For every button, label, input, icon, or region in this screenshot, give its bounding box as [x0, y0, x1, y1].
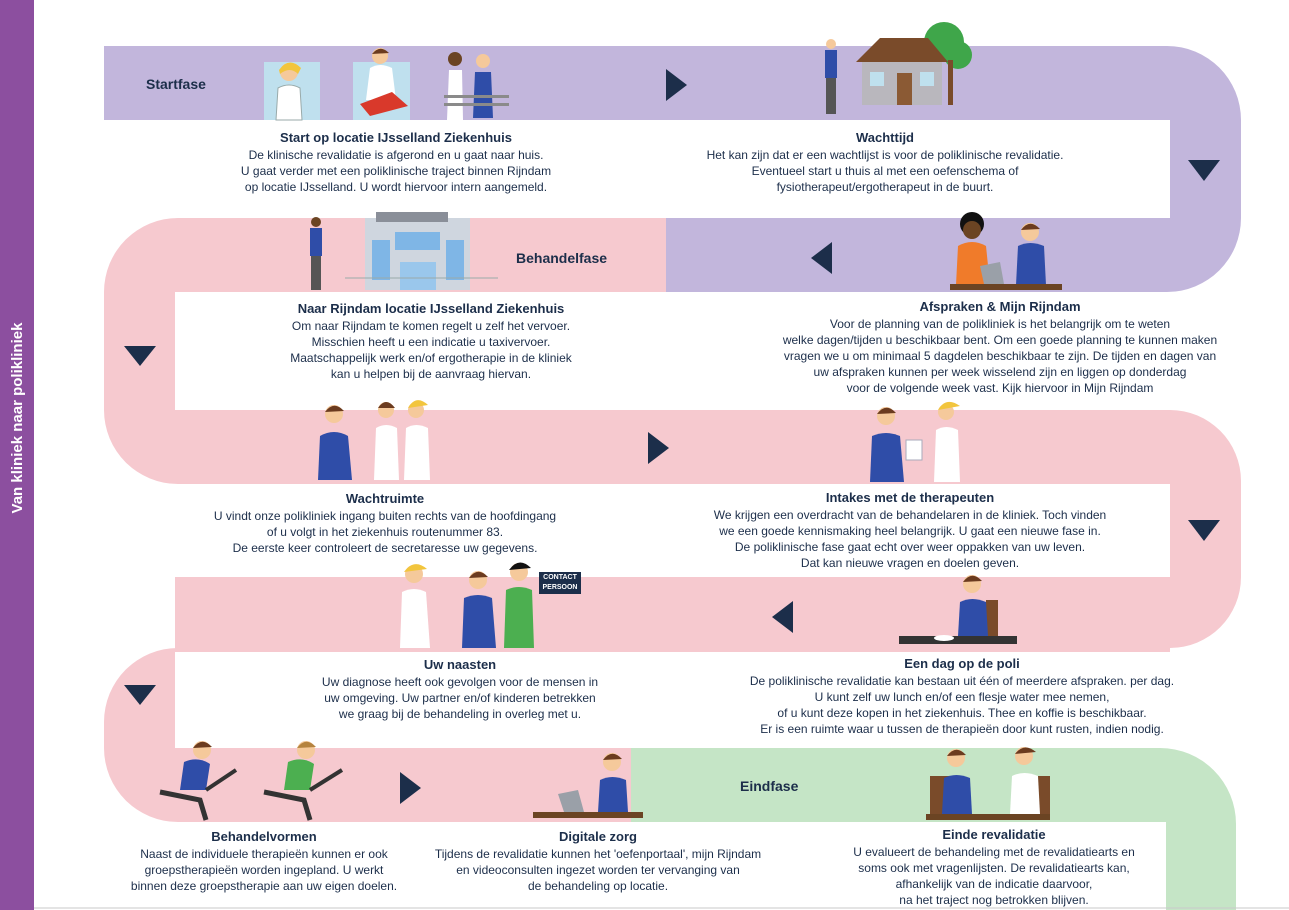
- step-title: Start op locatie IJsselland Ziekenhuis: [280, 130, 512, 145]
- step-afspraken: Afspraken & Mijn Rijndam Voor de plannin…: [740, 298, 1260, 396]
- step-line: of u volgt in het ziekenhuis routenummer…: [266, 525, 504, 539]
- step-line: Eventueel start u thuis al met een oefen…: [751, 164, 1019, 178]
- step-wachtruimte: Wachtruimte U vindt onze polikliniek ing…: [170, 490, 600, 556]
- step-dag-op-poli: Een dag op de poli De poliklinische reva…: [712, 655, 1212, 737]
- step-line: uw afspraken kunnen per week wisselend z…: [813, 365, 1187, 379]
- exercise-bikes-icon: [159, 741, 344, 821]
- step-title: Wachtruimte: [345, 491, 425, 506]
- phase-label-eind: Eindfase: [740, 778, 799, 794]
- walking-bars-icon: [444, 52, 509, 120]
- step-line: Misschien heeft u een indicatie u taxive…: [311, 335, 551, 349]
- step-title: Digitale zorg: [558, 829, 637, 844]
- family-members-icon: [400, 562, 534, 648]
- arrow-right-icon: [400, 772, 421, 804]
- step-line: afhankelijk van de indicatie daarvoor,: [895, 877, 1093, 891]
- step-line: vragen we u om minimaal 5 dagdelen besch…: [783, 349, 1217, 363]
- step-title: Behandelvormen: [211, 829, 317, 844]
- step-line: voor de volgende week vast. Kijk hiervoo…: [846, 381, 1154, 395]
- step-line: De poliklinische fase gaat echt over wee…: [734, 540, 1086, 554]
- step-line: of u kunt deze kopen in het ziekenhuis. …: [777, 706, 1147, 720]
- step-title: Een dag op de poli: [904, 656, 1020, 671]
- step-line: kan u helpen bij de aanvraag hiervan.: [330, 367, 532, 381]
- step-einde-revalidatie: Einde revalidatie U evalueert de behande…: [826, 826, 1162, 908]
- step-line: We krijgen een overdracht van de behande…: [713, 508, 1107, 522]
- road-end-row: [631, 748, 1236, 910]
- hospital-building-icon: [345, 212, 498, 290]
- step-title: Intakes met de therapeuten: [825, 490, 995, 505]
- arrow-down-icon: [1188, 160, 1220, 181]
- step-behandelvormen: Behandelvormen Naast de individuele ther…: [104, 828, 424, 894]
- step-naar-rijndam: Naar Rijndam locatie IJsselland Ziekenhu…: [226, 300, 636, 382]
- step-title: Naar Rijndam locatie IJsselland Ziekenhu…: [297, 301, 565, 316]
- phase-label-start: Startfase: [146, 76, 206, 92]
- arrow-down-icon: [124, 346, 156, 366]
- step-line: Maatschappelijk werk en/of ergotherapie …: [290, 351, 572, 365]
- step-line: Naast de individuele therapieën kunnen e…: [140, 847, 388, 861]
- step-line: soms ook met vragenlijsten. De revalidat…: [858, 861, 1130, 875]
- step-line: welke dagen/tijden u beschikbaar bent. O…: [782, 333, 1218, 347]
- arrow-down-icon: [124, 685, 156, 705]
- arrow-right-icon: [666, 69, 687, 101]
- step-title: Afspraken & Mijn Rijndam: [919, 299, 1081, 314]
- step-title: Wachttijd: [855, 130, 914, 145]
- patient-at-table-icon: [899, 575, 1017, 644]
- step-line: U vindt onze polikliniek ingang buiten r…: [213, 509, 557, 523]
- arrow-down-icon: [1188, 520, 1220, 541]
- sidebar-title: Van kliniek naar polikliniek: [9, 322, 26, 514]
- sidebar: Van kliniek naar polikliniek: [0, 0, 34, 910]
- house-icon: [856, 22, 972, 105]
- step-title: Einde revalidatie: [942, 827, 1046, 842]
- step-line: De klinische revalidatie is afgerond en …: [248, 148, 544, 162]
- person-standing-icon: [310, 217, 322, 290]
- step-uw-naasten: Uw naasten Uw diagnose heeft ook gevolge…: [280, 656, 640, 722]
- contact-person-tag: CONTACT PERSOON: [539, 572, 581, 594]
- step-line: en videoconsulten ingezet worden ter ver…: [456, 863, 740, 877]
- step-line: op locatie IJsselland. U wordt hiervoor …: [244, 180, 548, 194]
- doctor-evaluation-icon: [926, 747, 1050, 820]
- person-standing-icon: [825, 39, 837, 114]
- step-digitale-zorg: Digitale zorg Tijdens de revalidatie kun…: [408, 828, 788, 894]
- phase-label-behandel: Behandelfase: [516, 250, 608, 266]
- laptop-user-icon: [533, 753, 643, 818]
- direction-arrows: [124, 69, 1220, 804]
- step-line: de behandeling op locatie.: [527, 879, 669, 893]
- step-line: fysiotherapeut/ergotherapeut in de buurt…: [776, 180, 994, 194]
- arrow-left-icon: [772, 601, 793, 633]
- step-line: De eerste keer controleert de secretares…: [232, 541, 538, 555]
- step-line: na het traject nog betrokken blijven.: [899, 893, 1089, 907]
- step-line: we een goede kennismaking heel belangrij…: [719, 524, 1101, 538]
- step-line: we graag bij de behandeling in overleg m…: [338, 707, 582, 721]
- step-line: Tijdens de revalidatie kunnen het 'oefen…: [434, 847, 762, 861]
- step-line: uw omgeving. Uw partner en/of kinderen b…: [324, 691, 596, 705]
- contact-tag-line: CONTACT: [543, 574, 577, 581]
- step-intakes: Intakes met de therapeuten We krijgen ee…: [680, 489, 1140, 571]
- step-wachttijd: Wachttijd Het kan zijn dat er een wachtl…: [670, 129, 1100, 195]
- step-line: Dat kan nieuwe vragen en doelen geven.: [800, 556, 1020, 570]
- step-line: Het kan zijn dat er een wachtlijst is vo…: [706, 148, 1064, 162]
- road-curve-fill: [175, 577, 1170, 652]
- step-line: U evalueert de behandeling met de revali…: [853, 845, 1135, 859]
- step-line: Uw diagnose heeft ook gevolgen voor de m…: [321, 675, 599, 689]
- step-line: groepstherapieën worden ingepland. U wer…: [144, 863, 384, 877]
- step-line: Er is een ruimte waar u tussen de therap…: [760, 722, 1164, 736]
- laptop-meeting-icon: [950, 212, 1062, 290]
- therapy-session-icon: [353, 48, 410, 120]
- step-start: Start op locatie IJsselland Ziekenhuis D…: [196, 129, 596, 195]
- contact-tag-line: PERSOON: [542, 584, 578, 591]
- reception-staff-icon: [318, 400, 430, 480]
- nurse-figure-icon: [264, 62, 320, 121]
- arrow-right-icon: [648, 432, 669, 464]
- step-line: U kunt zelf uw lunch en/of een flesje wa…: [814, 690, 1110, 704]
- step-line: Voor de planning van de polikliniek is h…: [829, 317, 1171, 331]
- intake-therapists-icon: [870, 401, 960, 482]
- step-line: U gaat verder met een poliklinische traj…: [240, 164, 552, 178]
- arrow-left-icon: [811, 242, 832, 274]
- step-line: De poliklinische revalidatie kan bestaan…: [749, 674, 1175, 688]
- step-line: binnen deze groepstherapie aan uw eigen …: [130, 879, 398, 893]
- step-title: Uw naasten: [423, 657, 497, 672]
- step-line: Om naar Rijndam te komen regelt u zelf h…: [291, 319, 571, 333]
